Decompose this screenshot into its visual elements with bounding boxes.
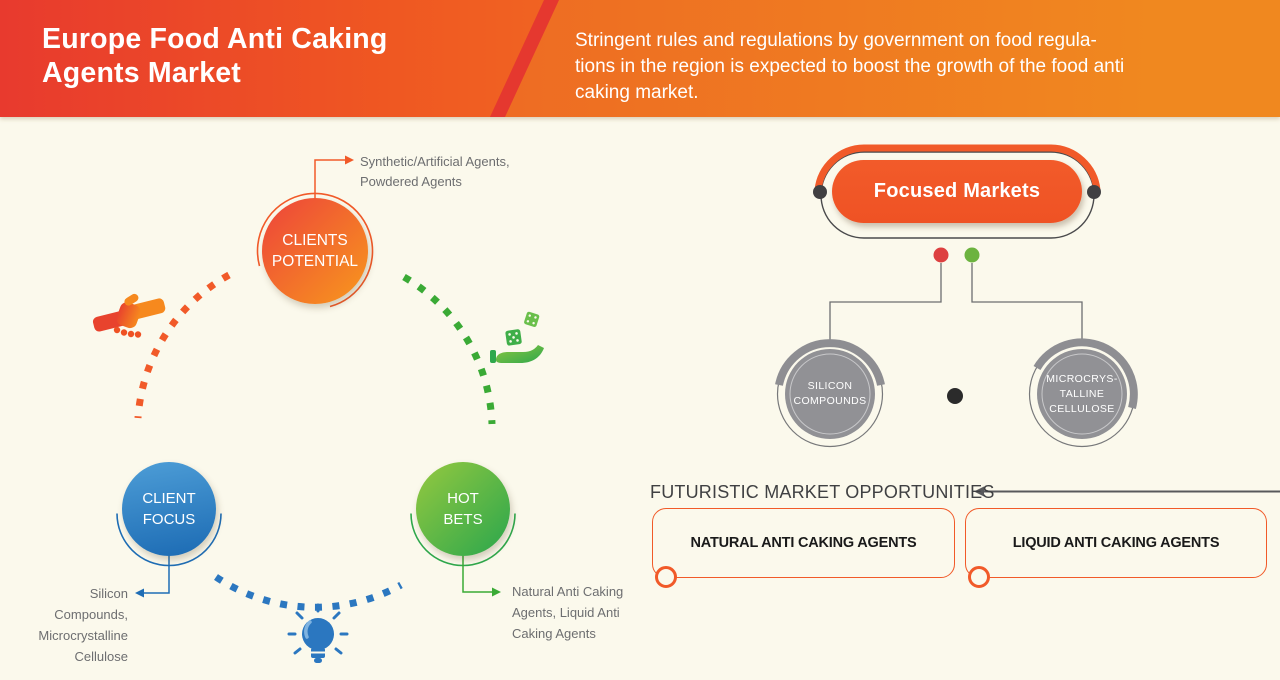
client-focus-annotation: Silicon Compounds, Microcrystalline Cell…: [38, 586, 128, 664]
lightbulb-icon: [287, 603, 349, 663]
diagram-graphics: [92, 144, 1280, 663]
arrowhead-hot-bets: [492, 587, 501, 597]
microcrystalline-cellulose-label: MICROCRYS- TALLINE CELLULOSE: [1046, 372, 1118, 415]
connector-client-focus: [144, 556, 170, 594]
opportunities-heading: FUTURISTIC MARKET OPPORTUNITIES: [650, 482, 995, 502]
arrowhead-clients-potential: [345, 155, 354, 165]
dotted-arc-green: [402, 273, 496, 425]
arrowhead-client-focus: [135, 588, 144, 598]
stadium-left-dot: [813, 185, 827, 199]
focused-markets-pill: Focused Markets: [832, 160, 1082, 223]
tree-connector-right: [971, 263, 1083, 341]
header-right-panel: [502, 0, 1280, 117]
tree-connector-left: [829, 263, 942, 341]
stadium-orange-arc: [814, 144, 1101, 194]
opportunity-box-corner-circle: [655, 566, 677, 588]
ring-clients-potential: [256, 192, 374, 308]
handshake-icon: [92, 293, 166, 338]
header-banner: Europe Food Anti Caking Agents Market St…: [0, 0, 1280, 117]
dotted-arc-orange: [134, 271, 231, 419]
silicon-compounds-node: [775, 339, 885, 448]
hot-bets-annotation: Natural Anti Caking Agents, Liquid Anti …: [512, 584, 624, 641]
connector-clients-potential: [314, 159, 345, 199]
stadium-right-dot: [1087, 185, 1101, 199]
heading-arrowhead: [974, 486, 984, 497]
dotted-arc-blue: [214, 574, 403, 611]
center-black-dot: [947, 388, 963, 404]
clients-potential-circle: CLIENTS POTENTIAL: [262, 198, 368, 304]
opportunity-box-corner-circle: [968, 566, 990, 588]
connector-hot-bets: [462, 556, 492, 593]
page-subtitle: Stringent rules and regulations by gover…: [575, 30, 1125, 103]
opportunity-box-liquid: LIQUID ANTI CAKING AGENTS: [965, 508, 1267, 578]
dice-hand-icon: [490, 311, 544, 363]
client-focus-circle: CLIENT FOCUS: [122, 462, 216, 556]
green-dot: [964, 247, 980, 263]
red-dot: [933, 247, 949, 263]
hot-bets-circle: HOT BETS: [416, 462, 510, 556]
clients-potential-annotation: Synthetic/Artificial Agents, Powdered Ag…: [360, 154, 510, 189]
microcrystalline-cellulose-node: [1028, 338, 1138, 448]
page-title: Europe Food Anti Caking Agents Market: [42, 23, 388, 89]
silicon-compounds-label: SILICON COMPOUNDS: [793, 380, 867, 407]
opportunity-box-natural: NATURAL ANTI CAKING AGENTS: [652, 508, 955, 578]
